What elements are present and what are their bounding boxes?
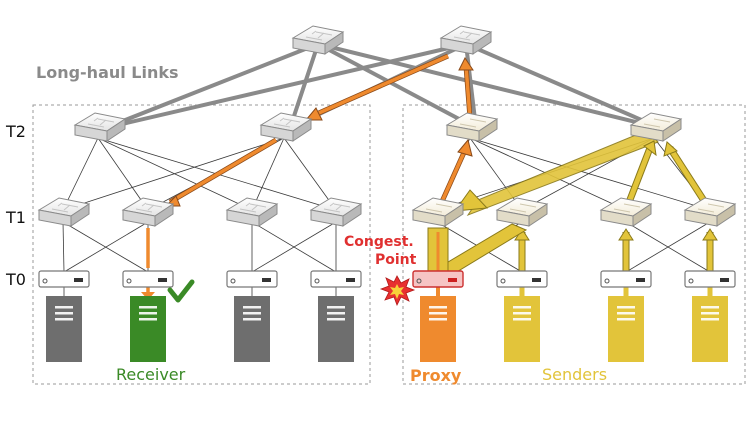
- congest-label-line1: Congest.: [344, 234, 414, 250]
- t0-switch-1: [38, 270, 90, 288]
- t0-switch-3: [226, 270, 278, 288]
- t1-switch-1: [38, 197, 90, 227]
- t0-switch-5-congested: [412, 270, 464, 288]
- t1-switch-4: [310, 197, 362, 227]
- senders-label: Senders: [542, 365, 607, 384]
- server-receiver: [130, 296, 166, 362]
- tier-t2-label: T2: [5, 122, 26, 141]
- proxy-flow: [141, 53, 474, 300]
- server-sender-2: [608, 296, 644, 362]
- t0-switch-4: [310, 270, 362, 288]
- t0-switch-6: [496, 270, 548, 288]
- congest-label-line2: Point: [375, 252, 417, 268]
- long-haul-links: [104, 42, 661, 130]
- t0-switch-8: [684, 270, 736, 288]
- proxy-label: Proxy: [410, 366, 462, 385]
- t1-switch-6: [496, 197, 548, 227]
- server-gray-1: [46, 296, 82, 362]
- long-haul-label: Long-haul Links: [36, 63, 179, 82]
- t0-switch-7: [600, 270, 652, 288]
- t2-switch-left-2: [260, 112, 312, 142]
- t1-switch-2: [122, 197, 174, 227]
- t2-switch-left-1: [74, 112, 126, 142]
- tier-t1-label: T1: [5, 208, 26, 227]
- congestion-burst-core: [390, 284, 404, 299]
- server-sender-3: [692, 296, 728, 362]
- t1-switch-8: [684, 197, 736, 227]
- server-gray-3: [318, 296, 354, 362]
- receiver-label: Receiver: [116, 365, 186, 384]
- checkmark-icon: [167, 279, 195, 303]
- server-gray-2: [234, 296, 270, 362]
- t1-switch-5: [412, 197, 464, 227]
- server-proxy: [420, 296, 456, 362]
- tier-t0-label: T0: [5, 270, 26, 289]
- t0-switch-2: [122, 270, 174, 288]
- server-sender-1: [504, 296, 540, 362]
